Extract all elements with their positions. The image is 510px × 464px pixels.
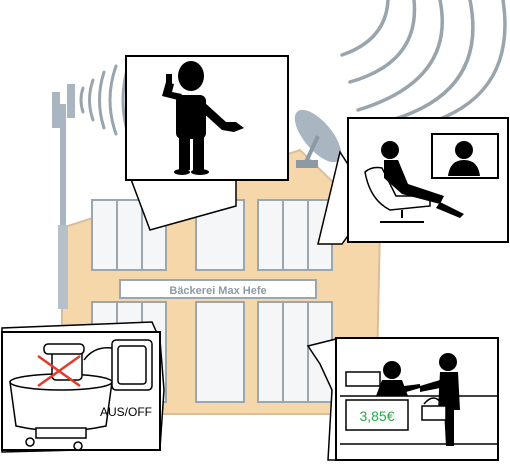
signal-waves-left [79,58,132,142]
counter-and-register [340,371,498,445]
person-on-phone-silhouette [162,61,244,175]
armchair-viewer-silhouette [364,141,464,223]
panel-tv-viewer [317,117,509,245]
panel-phone-call [124,55,289,231]
price-amount: 3,85€ [359,408,394,424]
satellite-dish-icon [294,109,342,168]
mixer-icon [9,339,153,451]
television-icon [431,133,499,179]
crossed-out-mark-icon [37,354,81,388]
customer-silhouette [420,353,460,446]
cell-tower-icon [52,84,75,309]
panel-mixer-off: AUS/OFF [1,321,165,453]
switch-off-label: AUS/OFF [100,405,152,419]
panel-bakery-purchase: 3,85€ [306,337,499,461]
shopping-basket-icon [421,397,447,421]
shop-sign-text: Bäckerei Max Hefe [169,285,266,297]
shop-sign: Bäckerei Max Hefe [119,279,317,299]
price-display: 3,85€ [345,399,409,431]
baker-silhouette [376,361,420,396]
signal-waves-right [340,0,507,134]
